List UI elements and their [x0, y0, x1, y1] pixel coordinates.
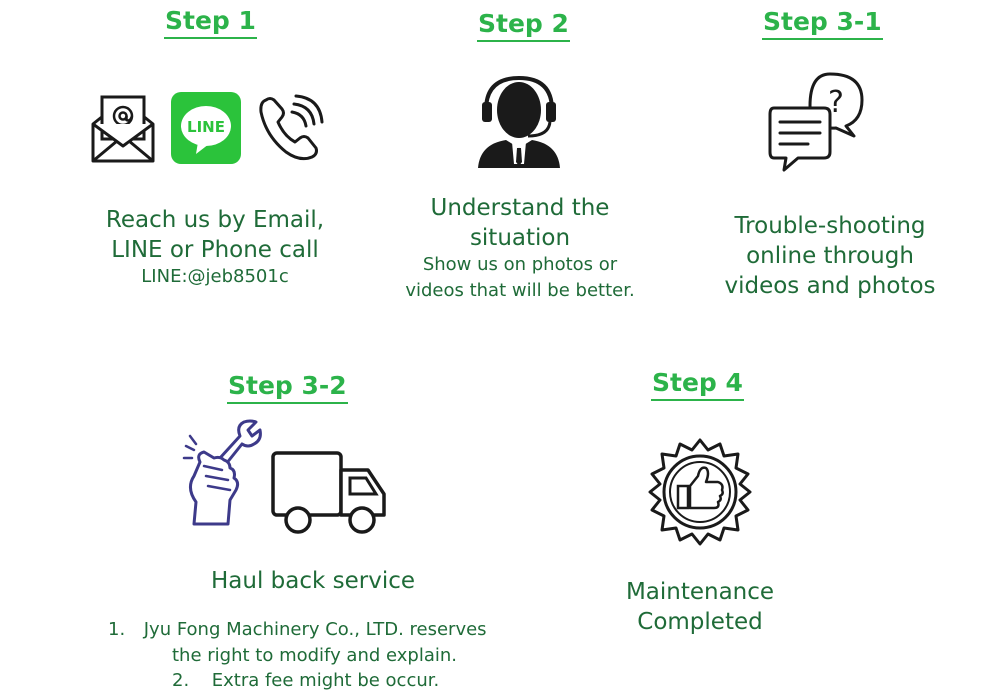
note-2-number: 2.: [172, 670, 190, 691]
step2-desc: Show us on photos or videos that will be…: [360, 252, 680, 304]
note-2: 2. Extra fee might be occur.: [172, 668, 439, 694]
wrench-hand-icon: [180, 418, 264, 535]
line-logo-text: LINE: [187, 118, 225, 136]
svg-text:?: ?: [828, 85, 844, 120]
note-2-line1: Extra fee might be occur.: [211, 670, 440, 691]
step3-1-title: Trouble-shooting online through videos a…: [680, 211, 980, 301]
step3-1-label: Step 3-1: [762, 6, 883, 40]
step2-label: Step 2: [477, 8, 570, 42]
step2-title: Understand the situation: [360, 193, 680, 253]
step4-title-line1: Maintenance: [625, 579, 775, 605]
step2-desc-line2: videos that will be better.: [405, 280, 635, 301]
note-1-continued: the right to modify and explain.: [172, 645, 458, 666]
step1-title-line2: LINE or Phone call: [111, 237, 319, 263]
step2-title-line2: situation: [469, 225, 571, 251]
support-agent-icon: [476, 74, 562, 173]
step3-1-title-line2: online through: [746, 243, 914, 269]
step3-1-title-line1: Trouble-shooting: [734, 213, 926, 239]
phone-call-icon: [256, 94, 326, 169]
step1-label: Step 1: [164, 5, 257, 39]
delivery-truck-icon: [270, 450, 388, 543]
note-1: 1. Jyu Fong Machinery Co., LTD. reserves: [108, 617, 487, 643]
step4-title-line2: Completed: [637, 609, 763, 635]
step3-2-title: Haul back service: [210, 568, 416, 594]
step1-title: Reach us by Email, LINE or Phone call: [60, 205, 370, 265]
step4-title: Maintenance Completed: [560, 577, 840, 637]
line-app-icon: LINE: [171, 92, 241, 169]
chat-question-icon: ?: [768, 70, 868, 179]
step2-desc-line1: Show us on photos or: [422, 254, 618, 275]
note-1-line1: Jyu Fong Machinery Co., LTD. reserves: [143, 619, 487, 640]
note-1-number: 1.: [108, 619, 126, 640]
step4-label: Step 4: [651, 367, 744, 401]
step3-1-title-line3: videos and photos: [724, 273, 936, 299]
step1-title-line1: Reach us by Email,: [105, 207, 325, 233]
step1-line-id: LINE:@jeb8501c: [141, 266, 289, 287]
thumbs-up-badge-icon: [644, 436, 756, 553]
step2-title-line1: Understand the: [430, 195, 610, 221]
step3-2-label: Step 3-2: [227, 370, 348, 404]
email-icon: [90, 94, 156, 169]
